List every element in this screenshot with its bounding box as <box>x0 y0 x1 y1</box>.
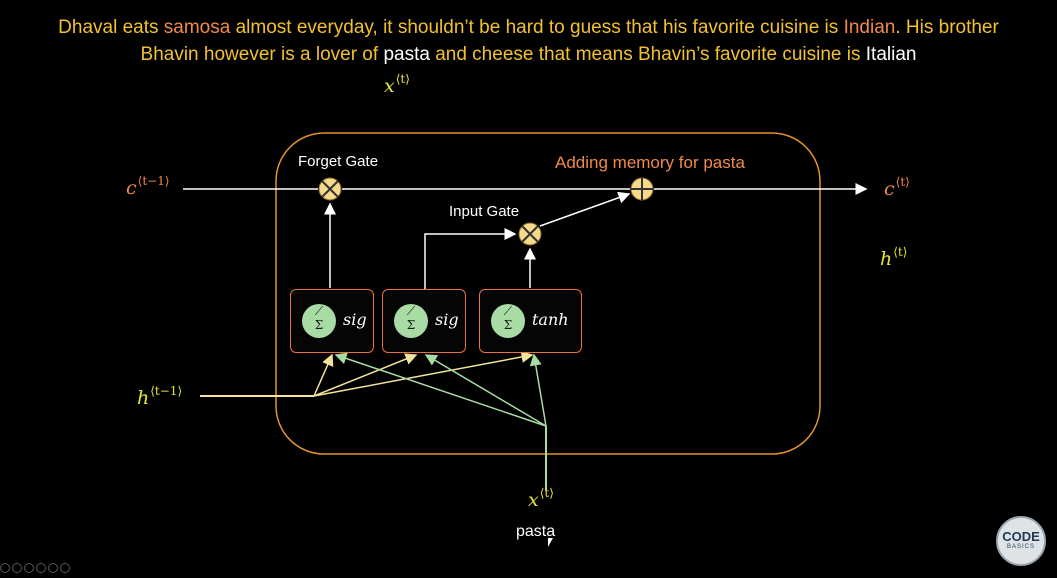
input-sig-arrow <box>424 228 517 290</box>
next-icon[interactable] <box>12 563 22 573</box>
input-gate-label: Input Gate <box>449 203 520 220</box>
codebasics-logo: CODE BASICS <box>996 516 1046 566</box>
activation-label: sig <box>343 310 367 329</box>
caption-highlight-indian: Indian <box>843 17 896 38</box>
caption-line-1: Dhaval eats samosa almost everyday, it s… <box>0 14 1057 41</box>
input-to-add-arrow <box>539 191 631 227</box>
neuron-icon: ⟋Σ <box>302 304 336 338</box>
x-to-tanh <box>529 353 547 427</box>
x-to-forget <box>334 352 547 427</box>
logo-subtext: BASICS <box>1006 544 1035 550</box>
caption-text: and cheese that means Bhavin’s favorite … <box>429 44 866 65</box>
caption-text: . His brother <box>895 17 999 38</box>
add-op <box>630 177 654 201</box>
forget-sigmoid-box: ⟋Σ sig <box>290 289 374 353</box>
caption-highlight-pasta: pasta <box>383 44 430 65</box>
h-to-input-sig <box>313 353 418 397</box>
adding-memory-label: Adding memory for pasta <box>555 153 745 172</box>
neuron-icon: ⟋Σ <box>491 304 525 338</box>
activation-label: tanh <box>532 310 569 329</box>
caption-text: Bhavin however is a lover of <box>140 44 384 65</box>
slides-icon[interactable] <box>36 563 46 573</box>
x-to-input-sig <box>424 354 547 427</box>
x-t-top-label: x⟨t⟩ <box>384 72 410 97</box>
prev-icon[interactable] <box>0 563 10 573</box>
c-t-label: c⟨t⟩ <box>884 175 910 200</box>
input-multiply-op <box>518 222 542 246</box>
caption-highlight-samosa: samosa <box>163 17 231 38</box>
caption-highlight-italian: Italian <box>865 44 917 65</box>
x-t-bottom-label: x⟨t⟩ <box>528 486 554 511</box>
options-icon[interactable] <box>60 563 70 573</box>
c-t-minus-1-label: c⟨t−1⟩ <box>126 174 170 199</box>
tanh-box: ⟋Σ tanh <box>479 289 582 353</box>
forget-multiply-op <box>318 177 342 201</box>
h-t-label: h⟨t⟩ <box>880 245 908 270</box>
zoom-icon[interactable] <box>48 563 58 573</box>
h-to-tanh <box>313 351 534 397</box>
pen-icon[interactable] <box>24 563 34 573</box>
slideshow-toolbar[interactable] <box>0 560 140 573</box>
caption-text: almost everyday, it shouldn’t be hard to… <box>230 17 844 38</box>
neuron-icon: ⟋Σ <box>394 304 428 338</box>
h-to-forget <box>313 353 334 397</box>
activation-label: sig <box>435 310 459 329</box>
input-sigmoid-box: ⟋Σ sig <box>382 289 466 353</box>
h-t-minus-1-label: h⟨t−1⟩ <box>137 384 183 409</box>
forget-gate-label: Forget Gate <box>298 153 379 170</box>
caption: Dhaval eats samosa almost everyday, it s… <box>0 14 1057 68</box>
logo-text: CODE <box>1002 529 1040 544</box>
caption-line-2: Bhavin however is a lover of pasta and c… <box>0 41 1057 68</box>
caption-text: Dhaval eats <box>58 17 164 38</box>
mouse-cursor-icon <box>548 538 553 547</box>
input-word-label: pasta <box>516 523 556 540</box>
lstm-cell-outline <box>275 132 821 455</box>
